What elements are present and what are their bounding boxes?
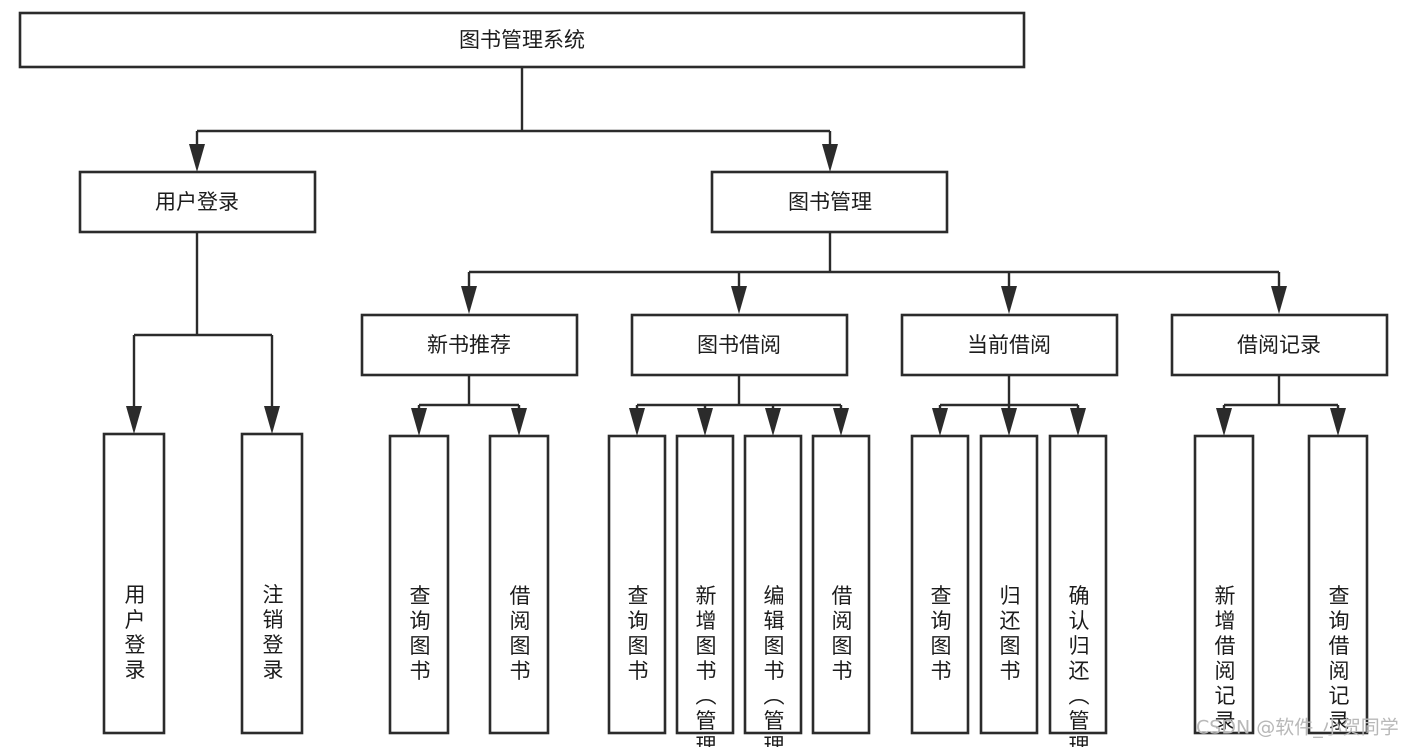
node-leaf-return-book-label: 归还图书 bbox=[997, 585, 1021, 685]
node-leaf-borrow-book-1-label: 借阅图书 bbox=[507, 585, 531, 685]
arrowhead-to-leaf-query-book-3 bbox=[932, 408, 948, 436]
arrowhead-to-leaf-edit-book bbox=[765, 408, 781, 436]
arrowhead-to-leaf-user-login bbox=[126, 406, 142, 434]
arrowhead-to-book-manage bbox=[822, 144, 838, 172]
node-book-borrow-label: 图书借阅 bbox=[697, 333, 781, 357]
node-leaf-edit-book-label: 编辑图书（管理员） bbox=[761, 585, 785, 747]
arrowhead-to-leaf-borrow-book-1 bbox=[511, 408, 527, 436]
node-user-login-label: 用户登录 bbox=[155, 190, 239, 214]
node-user-login-box[interactable] bbox=[78, 170, 317, 234]
node-leaf-add-book-label: 新增图书（管理员） bbox=[693, 585, 717, 747]
node-leaf-borrow-book-2-box[interactable] bbox=[811, 434, 871, 735]
node-leaf-return-book-box[interactable] bbox=[979, 434, 1039, 735]
arrowhead-to-current-borrow bbox=[1001, 286, 1017, 314]
node-leaf-borrow-book-1[interactable]: 借阅图书 bbox=[488, 434, 550, 735]
arrowhead-to-leaf-query-book-2 bbox=[629, 408, 645, 436]
node-leaf-add-book[interactable]: 新增图书（管理员） bbox=[675, 434, 735, 747]
node-leaf-return-book[interactable]: 归还图书 bbox=[979, 434, 1039, 735]
node-leaf-edit-book-box[interactable] bbox=[743, 434, 803, 735]
arrowhead-to-leaf-query-book-1 bbox=[411, 408, 427, 436]
node-leaf-user-login-box[interactable] bbox=[102, 432, 166, 735]
node-leaf-query-book-2-label: 查询图书 bbox=[625, 585, 649, 685]
arrowhead-to-user-login bbox=[189, 144, 205, 172]
node-leaf-add-record-label: 新增借阅记录 bbox=[1212, 585, 1236, 735]
node-book-borrow[interactable]: 图书借阅 bbox=[630, 313, 849, 377]
arrowhead-to-new-book-recommend bbox=[461, 286, 477, 314]
arrowhead-to-leaf-user-logout bbox=[264, 406, 280, 434]
arrowhead-to-leaf-borrow-book-2 bbox=[833, 408, 849, 436]
node-leaf-query-book-3-box[interactable] bbox=[910, 434, 970, 735]
node-root-box[interactable] bbox=[18, 11, 1026, 69]
node-leaf-user-logout[interactable]: 注销登录 bbox=[240, 432, 304, 735]
arrowhead-to-leaf-confirm-return bbox=[1070, 408, 1086, 436]
node-leaf-borrow-book-2-label: 借阅图书 bbox=[829, 585, 853, 685]
node-book-manage-box[interactable] bbox=[710, 170, 949, 234]
node-leaf-borrow-book-2[interactable]: 借阅图书 bbox=[811, 434, 871, 735]
node-leaf-edit-book[interactable]: 编辑图书（管理员） bbox=[743, 434, 803, 747]
node-current-borrow-label: 当前借阅 bbox=[967, 333, 1051, 357]
node-leaf-query-book-1-label: 查询图书 bbox=[407, 585, 431, 685]
node-borrow-record-label: 借阅记录 bbox=[1237, 333, 1321, 357]
node-leaf-query-book-2[interactable]: 查询图书 bbox=[607, 434, 667, 735]
node-root[interactable]: 图书管理系统 bbox=[18, 11, 1026, 69]
node-leaf-query-book-1-box[interactable] bbox=[388, 434, 450, 735]
node-leaf-query-record[interactable]: 查询借阅记录 bbox=[1307, 434, 1369, 735]
node-leaf-user-login-label: 用户登录 bbox=[122, 584, 146, 684]
node-root-label: 图书管理系统 bbox=[459, 28, 585, 52]
node-leaf-add-record[interactable]: 新增借阅记录 bbox=[1193, 434, 1255, 735]
node-borrow-record[interactable]: 借阅记录 bbox=[1170, 313, 1389, 377]
node-book-manage-label: 图书管理 bbox=[788, 190, 872, 214]
node-leaf-user-logout-label: 注销登录 bbox=[260, 584, 284, 684]
arrowhead-to-borrow-record bbox=[1271, 286, 1287, 314]
node-leaf-query-book-1[interactable]: 查询图书 bbox=[388, 434, 450, 735]
node-current-borrow-box[interactable] bbox=[900, 313, 1119, 377]
node-leaf-query-book-3-label: 查询图书 bbox=[928, 585, 952, 685]
node-leaf-confirm-return-box[interactable] bbox=[1048, 434, 1108, 735]
node-leaf-query-record-box[interactable] bbox=[1307, 434, 1369, 735]
node-leaf-borrow-book-1-box[interactable] bbox=[488, 434, 550, 735]
node-leaf-add-book-box[interactable] bbox=[675, 434, 735, 735]
arrowhead-to-leaf-add-record bbox=[1216, 408, 1232, 436]
csdn-watermark: CSDN @软件_小贺同学 bbox=[1196, 717, 1399, 739]
node-borrow-record-box[interactable] bbox=[1170, 313, 1389, 377]
node-book-manage[interactable]: 图书管理 bbox=[710, 170, 949, 234]
node-leaf-confirm-return-label: 确认归还（管理员） bbox=[1066, 585, 1090, 747]
arrowhead-layer bbox=[126, 144, 1346, 436]
node-leaf-user-logout-box[interactable] bbox=[240, 432, 304, 735]
node-new-book-recommend[interactable]: 新书推荐 bbox=[360, 313, 579, 377]
arrowhead-to-leaf-query-record bbox=[1330, 408, 1346, 436]
node-leaf-user-login[interactable]: 用户登录 bbox=[102, 432, 166, 735]
node-new-book-recommend-box[interactable] bbox=[360, 313, 579, 377]
arrowhead-to-leaf-return-book bbox=[1001, 408, 1017, 436]
node-current-borrow[interactable]: 当前借阅 bbox=[900, 313, 1119, 377]
node-leaf-query-book-2-box[interactable] bbox=[607, 434, 667, 735]
node-new-book-recommend-label: 新书推荐 bbox=[427, 333, 511, 357]
node-book-borrow-box[interactable] bbox=[630, 313, 849, 377]
arrowhead-to-book-borrow bbox=[731, 286, 747, 314]
arrowhead-to-leaf-add-book bbox=[697, 408, 713, 436]
node-leaf-confirm-return[interactable]: 确认归还（管理员） bbox=[1048, 434, 1108, 747]
node-leaf-query-record-label: 查询借阅记录 bbox=[1326, 585, 1350, 735]
node-user-login[interactable]: 用户登录 bbox=[78, 170, 317, 234]
node-leaf-add-record-box[interactable] bbox=[1193, 434, 1255, 735]
node-leaf-query-book-3[interactable]: 查询图书 bbox=[910, 434, 970, 735]
